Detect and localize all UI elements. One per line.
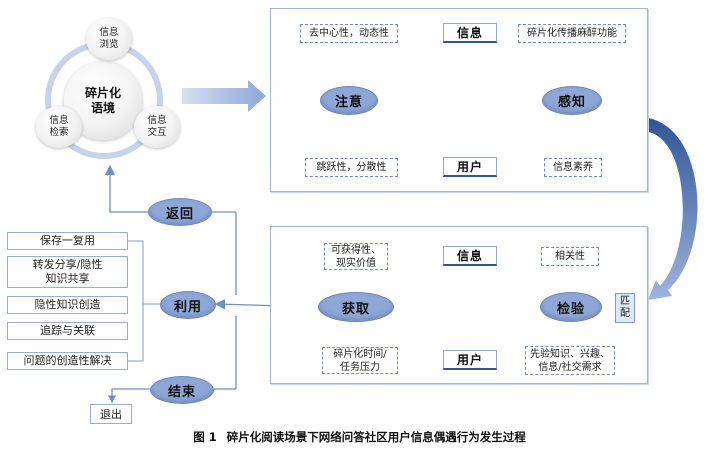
prior-knowledge-box: 先验知识、兴趣、 信息/社交需求 bbox=[525, 346, 615, 375]
acquire-node: 获取 bbox=[318, 292, 394, 322]
time-pressure-box: 碎片化时间/ 任务压力 bbox=[322, 347, 398, 374]
bottom-user-tag: 用户 bbox=[443, 350, 497, 370]
use-item-tacit-creation: 隐性知识创造 bbox=[7, 296, 128, 314]
figure-number: 图 1 bbox=[193, 430, 217, 444]
end-node: 结束 bbox=[150, 376, 214, 404]
fragment-anesthesia-box: 碎片化传播麻醉功能 bbox=[518, 24, 626, 43]
match-box: 匹 配 bbox=[615, 293, 635, 323]
top-info-tag: 信息 bbox=[443, 23, 497, 43]
use-item-track-link: 追踪与关联 bbox=[7, 322, 128, 340]
return-node: 返回 bbox=[148, 198, 212, 226]
bottom-info-tag: 信息 bbox=[443, 246, 497, 266]
uses-bracket bbox=[128, 240, 144, 362]
use-item-creative-solve: 问题的创造性解决 bbox=[7, 352, 128, 370]
context-interact-circle: 信息 交互 bbox=[134, 106, 180, 148]
jump-scatter-box: 跳跃性，分散性 bbox=[305, 158, 398, 177]
context-search-circle: 信息 检索 bbox=[36, 106, 82, 148]
value-box: 可获得性、 现实价值 bbox=[324, 243, 388, 270]
decentral-box: 去中心性，动态性 bbox=[300, 24, 398, 43]
perception-node: 感知 bbox=[542, 86, 602, 115]
figure-title: 碎片化阅读场景下网络问答社区用户信息偶遇行为发生过程 bbox=[226, 430, 526, 444]
panel-transition-arrow bbox=[648, 118, 698, 300]
context-browse-circle: 信息 浏览 bbox=[86, 18, 132, 60]
top-user-tag: 用户 bbox=[443, 157, 497, 177]
relevance-box: 相关性 bbox=[541, 247, 599, 266]
inspect-node: 检验 bbox=[540, 292, 602, 322]
use-node: 利用 bbox=[160, 291, 216, 319]
exit-box: 退出 bbox=[90, 404, 132, 424]
attention-node: 注意 bbox=[320, 86, 378, 115]
use-item-share: 转发分享/隐性 知识共享 bbox=[7, 256, 128, 288]
context-to-panel-arrow bbox=[182, 80, 266, 112]
use-item-save-reuse: 保存一复用 bbox=[7, 232, 128, 250]
arrow-return-context bbox=[104, 164, 148, 213]
literacy-box: 信息素养 bbox=[544, 158, 602, 177]
figure-caption: 图 1 碎片化阅读场景下网络问答社区用户信息偶遇行为发生过程 bbox=[0, 429, 719, 445]
arrow-end-exit bbox=[108, 388, 150, 404]
